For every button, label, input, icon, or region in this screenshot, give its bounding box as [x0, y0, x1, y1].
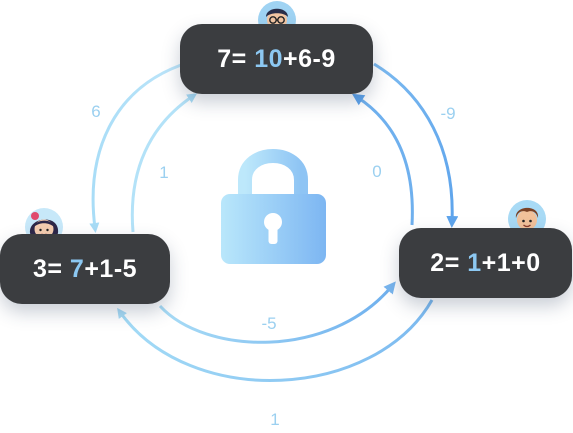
node-right-lhs: 2= [430, 249, 460, 278]
node-left-highlight: 7 [70, 255, 84, 284]
edge-label-bottom-inner: -5 [261, 314, 276, 333]
node-top-lhs: 7= [217, 45, 247, 74]
arrow-right-inner [357, 97, 412, 225]
edge-label-bottom-outer: 1 [270, 410, 279, 429]
lock-icon [221, 156, 326, 264]
node-top: 7= 10+6-9 [180, 24, 373, 94]
edge-label-left-outer: 6 [91, 102, 100, 121]
edge-label-right-outer: -9 [440, 104, 455, 123]
node-top-highlight: 10 [254, 45, 283, 74]
arrow-left-outer [93, 62, 190, 228]
node-right-highlight: 1 [467, 249, 481, 278]
node-left-rest: +1-5 [84, 255, 137, 284]
edge-label-left-inner: 1 [159, 163, 168, 182]
node-left-lhs: 3= [33, 255, 63, 284]
node-right: 2= 1+1+0 [399, 228, 572, 298]
node-right-rest: +1+0 [482, 249, 541, 278]
node-left: 3= 7+1-5 [0, 234, 170, 304]
edge-label-right-inner: 0 [372, 162, 381, 181]
node-top-rest: +6-9 [283, 45, 336, 74]
